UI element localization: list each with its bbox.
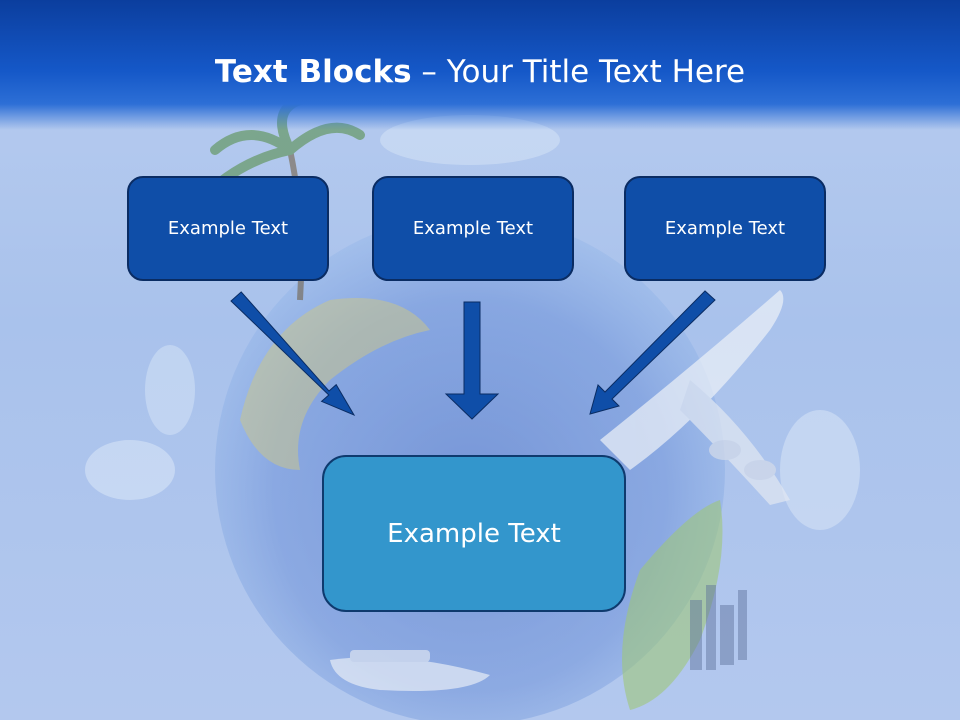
ship-icon	[330, 650, 490, 691]
cloud-icon	[780, 410, 860, 530]
cloud-icon	[145, 345, 195, 435]
title-separator: –	[411, 54, 447, 90]
arrow-left-to-bottom	[230, 291, 356, 417]
text-block-left[interactable]: Example Text	[127, 176, 329, 281]
text-block-bottom[interactable]: Example Text	[322, 455, 626, 612]
island-shape	[622, 500, 723, 710]
cloud-icon	[85, 440, 175, 500]
arrow-middle-to-bottom	[444, 301, 500, 420]
city-skyline-icon	[690, 585, 747, 670]
text-block-right[interactable]: Example Text	[624, 176, 826, 281]
title-bold-part: Text Blocks	[214, 54, 412, 90]
island-shape	[240, 298, 430, 470]
arrow-right-to-bottom	[589, 290, 716, 415]
text-block-middle[interactable]: Example Text	[372, 176, 574, 281]
title-rest-part: Your Title Text Here	[446, 54, 746, 90]
slide-title: Text Blocks – Your Title Text Here	[0, 54, 960, 90]
airplane-icon	[600, 290, 790, 505]
title-bar	[0, 0, 960, 130]
